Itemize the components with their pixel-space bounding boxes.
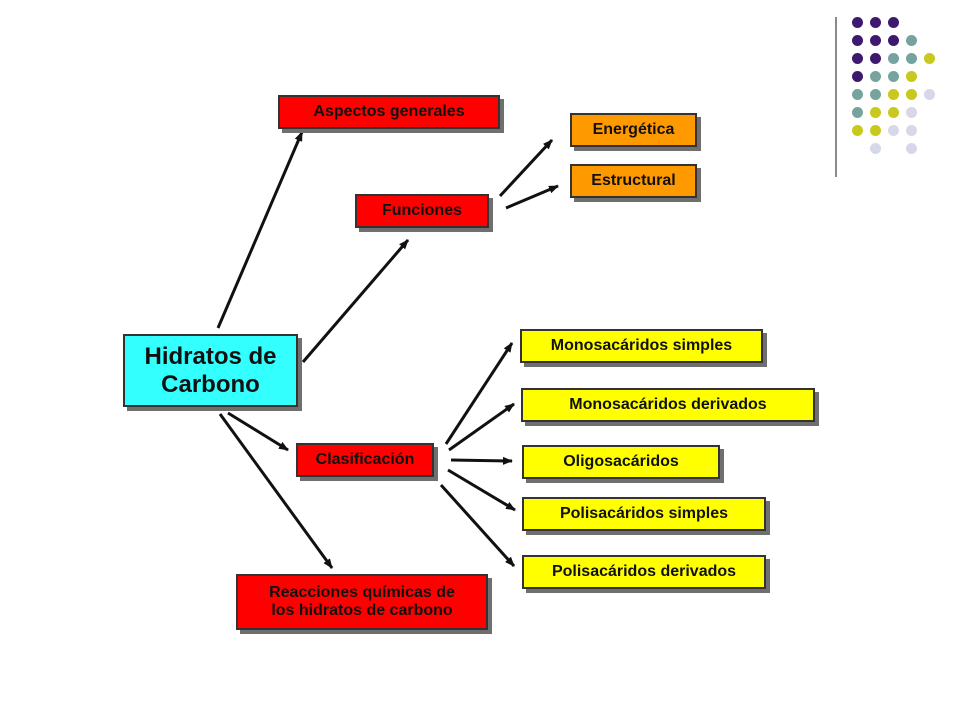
decorative-dot [888,53,899,64]
node-oligo-label: Oligosacáridos [563,452,679,470]
arrow-clasificacion-to-mono-derivados [448,402,515,452]
node-reacciones-quimicas: Reacciones químicas de los hidratos de c… [236,574,488,630]
decorative-dot [852,35,863,46]
node-funciones: Funciones [355,194,489,228]
node-clasificacion: Clasificación [296,443,434,477]
decorative-dot [906,89,917,100]
node-hidratos-line2: Carbono [161,370,260,398]
decorative-dot [852,17,863,28]
node-estructural: Estructural [570,164,697,198]
arrow-funciones-to-estructural [505,184,559,210]
decorative-dot [870,71,881,82]
decorative-dot [888,17,899,28]
node-clasificacion-label: Clasificación [315,450,415,468]
decorative-dot [924,53,935,64]
node-hidratos-de-carbono: Hidratos de Carbono [123,334,298,407]
node-aspectos-label: Aspectos generales [313,102,465,120]
node-polisacaridos-simples: Polisacáridos simples [522,497,766,531]
node-poli-simples-label: Polisacáridos simples [559,504,729,522]
decorative-dot [888,125,899,136]
node-monosacaridos-derivados: Monosacáridos derivados [521,388,815,422]
decorative-dot [906,35,917,46]
decorative-dot [906,143,917,154]
decorative-dot [906,125,917,136]
node-hidratos-line1: Hidratos de [144,342,277,370]
node-reacciones-line1: Reacciones químicas de [269,583,455,601]
decorative-dot [852,89,863,100]
node-energetica-label: Energética [592,120,675,138]
arrow-funciones-to-energetica [498,138,554,198]
decorative-dot [906,107,917,118]
node-aspectos-generales: Aspectos generales [278,95,500,129]
node-mono-simples-label: Monosacáridos simples [550,336,733,354]
arrow-clasificacion-to-oligo [450,456,513,465]
decorative-dot [906,71,917,82]
node-reacciones-line2: los hidratos de carbono [271,602,453,619]
node-energetica: Energética [570,113,697,147]
arrow-clasificacion-to-poli-simples [447,468,516,512]
decorative-dot [906,53,917,64]
decorative-dot [870,17,881,28]
decorative-dot [888,71,899,82]
arrow-root-to-aspectos [216,131,304,329]
arrow-root-to-reacciones [218,413,334,569]
arrow-root-to-clasificacion [227,411,289,452]
decorative-dot [852,107,863,118]
decorative-dot [852,125,863,136]
arrow-root-to-funciones [301,239,410,363]
decorative-dot [888,107,899,118]
arrow-clasificacion-to-poli-derivados [439,483,516,568]
decorative-dot [870,35,881,46]
node-poli-derivados-label: Polisacáridos derivados [551,562,737,580]
decorative-dot [852,53,863,64]
arrow-clasificacion-to-mono-simples [444,342,514,445]
node-oligosacaridos: Oligosacáridos [522,445,720,479]
decorative-divider-line [835,17,837,177]
decorative-dot [888,35,899,46]
decorative-dot [870,143,881,154]
decorative-dot [924,89,935,100]
node-estructural-label: Estructural [591,171,676,189]
decorative-dot [852,71,863,82]
node-polisacaridos-derivados: Polisacáridos derivados [522,555,766,589]
node-funciones-label: Funciones [381,201,462,219]
decorative-dot [888,89,899,100]
decorative-dot [870,107,881,118]
node-monosacaridos-simples: Monosacáridos simples [520,329,763,363]
decorative-dot [870,125,881,136]
node-mono-derivados-label: Monosacáridos derivados [569,395,767,413]
decorative-dot [870,53,881,64]
decorative-dot [870,89,881,100]
